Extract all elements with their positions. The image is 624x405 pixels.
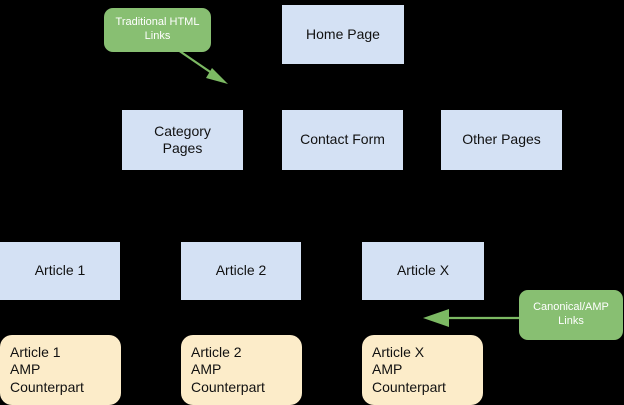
node-article-x[interactable]: Article X bbox=[362, 242, 484, 300]
node-article-1[interactable]: Article 1 bbox=[0, 242, 120, 300]
callout-line-1: Traditional HTML bbox=[115, 16, 200, 29]
node-amp-article-1[interactable]: Article 1 AMP Counterpart bbox=[0, 335, 121, 405]
node-amp-article-x[interactable]: Article X AMP Counterpart bbox=[362, 335, 483, 405]
callout-line-1: Canonical/AMP bbox=[533, 301, 609, 314]
node-article-2[interactable]: Article 2 bbox=[181, 242, 301, 300]
callout-line-2: Links bbox=[144, 30, 171, 42]
node-category-pages[interactable]: Category Pages bbox=[122, 110, 243, 170]
arrow-traditional-html-links bbox=[177, 49, 228, 84]
node-other-pages[interactable]: Other Pages bbox=[441, 110, 562, 170]
arrow-canonical-amp-links bbox=[423, 309, 519, 327]
node-contact-form[interactable]: Contact Form bbox=[282, 110, 403, 170]
node-home-page[interactable]: Home Page bbox=[282, 5, 404, 64]
node-amp-article-2[interactable]: Article 2 AMP Counterpart bbox=[181, 335, 302, 405]
callout-line-2: Links bbox=[558, 315, 584, 327]
